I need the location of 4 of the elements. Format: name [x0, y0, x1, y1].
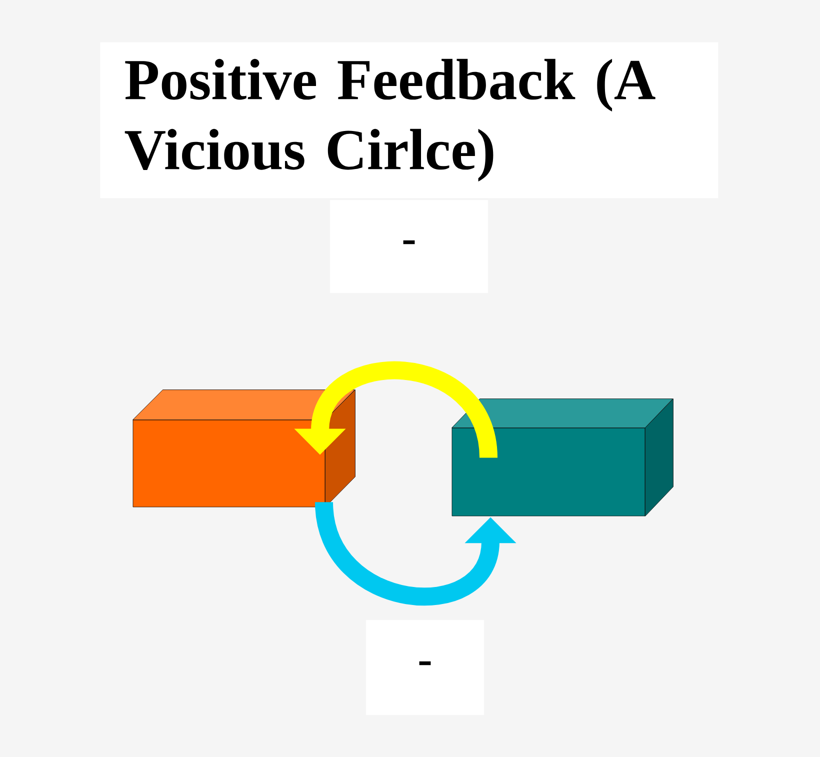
block-drawing [452, 398, 674, 516]
block-drawing [132, 390, 356, 508]
minus-sign-label: - [330, 200, 488, 293]
minus-sign-label: - [366, 620, 484, 715]
